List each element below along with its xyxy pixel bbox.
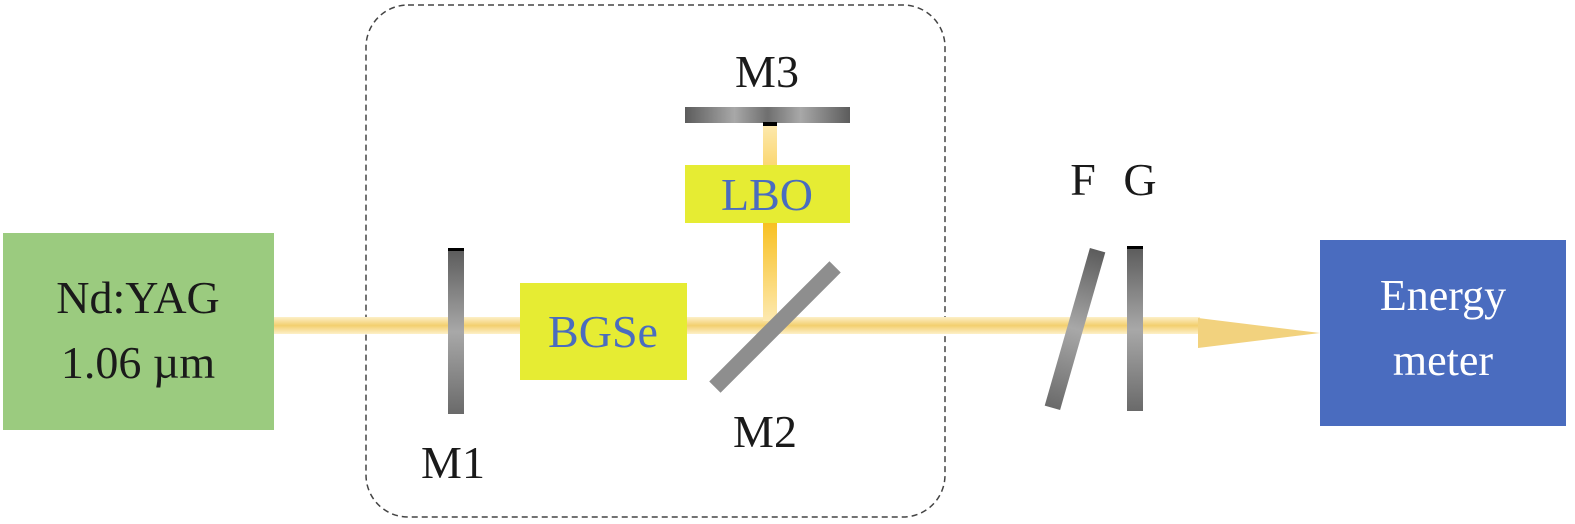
energy-meter: Energy meter: [1320, 240, 1566, 426]
lbo-label: LBO: [721, 169, 813, 220]
energy-meter-line1: Energy: [1380, 271, 1506, 320]
g-label: G: [1123, 154, 1156, 205]
laser-wavelength: 1.06 µm: [61, 337, 216, 388]
f-label: F: [1070, 154, 1096, 205]
laser-source: Nd:YAG 1.06 µm: [3, 233, 274, 430]
beam-arrowhead: [1198, 318, 1320, 348]
filter-f: [1044, 247, 1106, 411]
main-beam: [273, 317, 1200, 334]
m1-label: M1: [421, 437, 485, 488]
laser-name: Nd:YAG: [56, 272, 220, 323]
bgse-label: BGSe: [548, 306, 658, 357]
lbo-crystal: LBO: [685, 165, 850, 223]
bgse-crystal: BGSe: [520, 283, 687, 380]
mirror-m3: [685, 107, 850, 126]
cavity-enclosure: [365, 4, 946, 518]
energy-meter-line2: meter: [1393, 336, 1494, 385]
m3-label: M3: [735, 46, 799, 97]
filter-g: [1127, 246, 1143, 411]
mirror-m2: [709, 261, 841, 393]
m2-label: M2: [733, 406, 797, 457]
mirror-m1: [448, 248, 464, 414]
